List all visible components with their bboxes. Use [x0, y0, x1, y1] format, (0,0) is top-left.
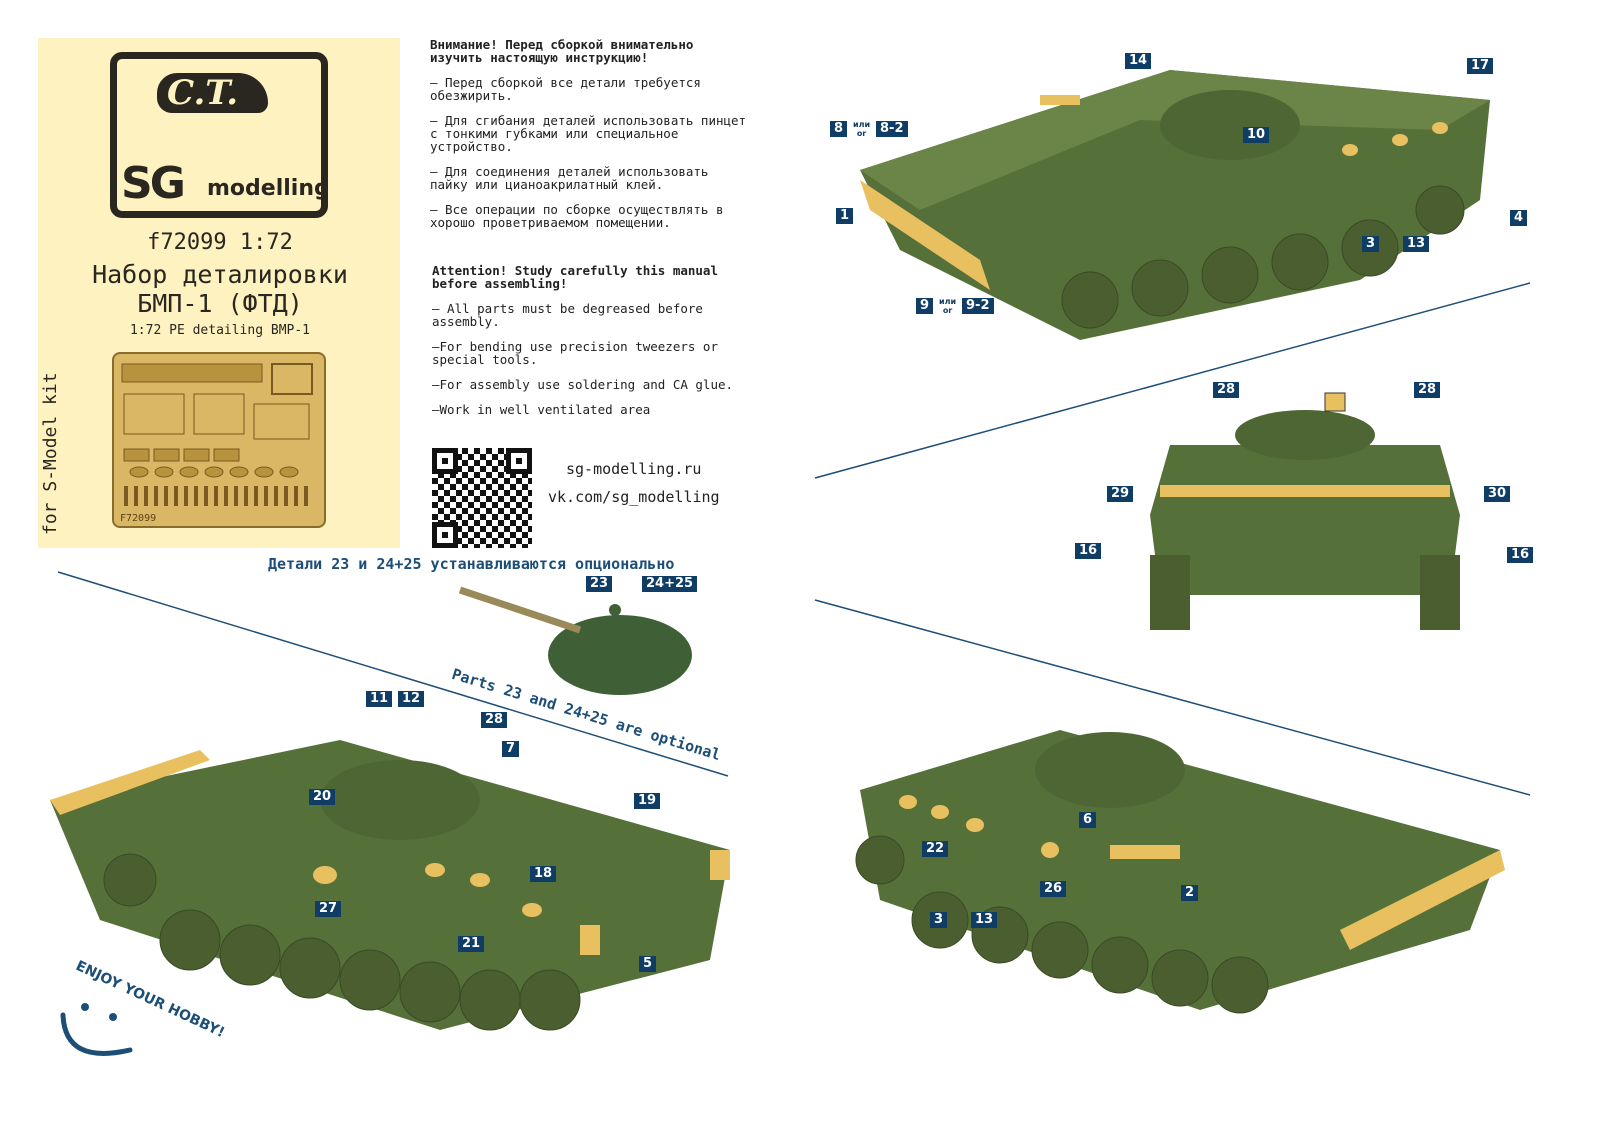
logo-initials: C.T. — [157, 73, 269, 113]
instructions-ru-heading: Внимание! Перед сборкой внимательно изуч… — [430, 37, 694, 65]
callout-27: 27 — [315, 901, 342, 917]
fret-parts-drawing — [121, 363, 313, 506]
callout-7: 7 — [502, 741, 520, 757]
callout-16: 16 — [1507, 547, 1534, 563]
callout-30: 30 — [1484, 486, 1511, 502]
model-photo-bottom-left — [50, 740, 730, 1031]
callout-14: 14 — [1125, 53, 1152, 69]
instruction-item: – Для соединения деталей использовать па… — [430, 164, 709, 192]
product-code: f72099 1:72 — [147, 230, 293, 255]
logo-brand: SG — [121, 158, 186, 209]
title-line-1: Набор деталировки — [92, 260, 348, 289]
callout-29: 29 — [1107, 486, 1134, 502]
instructions-en-heading: Attention! Study carefully this manual b… — [432, 263, 718, 291]
model-photo-front — [1150, 392, 1460, 630]
callout-22: 22 — [922, 841, 949, 857]
pe-fret-image: F72099 — [112, 352, 326, 528]
callout-5: 5 — [639, 956, 657, 972]
callout-28: 28 — [481, 712, 508, 728]
fret-label: F72099 — [120, 513, 157, 524]
instructions-russian: Внимание! Перед сборкой внимательно изуч… — [430, 38, 750, 241]
callout-6: 6 — [1079, 812, 1097, 828]
callout-10: 10 — [1243, 127, 1270, 143]
title-line-2: БМП-1 (ФТД) — [137, 289, 303, 318]
callout-11: 11 — [366, 691, 393, 707]
logo-word: modelling — [207, 176, 330, 201]
callout-19: 19 — [634, 793, 661, 809]
callout-20: 20 — [309, 789, 336, 805]
callout-2: 2 — [1181, 885, 1199, 901]
callout-13: 13 — [1403, 236, 1430, 252]
callout-28: 28 — [1414, 382, 1441, 398]
instruction-item: – All parts must be degreased before ass… — [432, 301, 703, 329]
callout-3: 3 — [930, 912, 948, 928]
instruction-item: – Перед сборкой все детали требуется обе… — [430, 75, 701, 103]
callout-8-2: 8-2 — [876, 121, 908, 137]
callout-23: 23 — [586, 576, 613, 592]
callout-12: 12 — [398, 691, 425, 707]
instruction-item: –For bending use precision tweezers or s… — [432, 339, 718, 367]
instructions-english: Attention! Study carefully this manual b… — [432, 264, 752, 428]
vk-link[interactable]: vk.com/sg_modelling — [548, 488, 720, 506]
callout-16: 16 — [1075, 543, 1102, 559]
callout-3: 3 — [1362, 236, 1380, 252]
callout-24-25: 24+25 — [642, 576, 698, 592]
model-photo-bottom-right — [855, 730, 1505, 1014]
callout-1: 1 — [836, 208, 854, 224]
callout-4: 4 — [1510, 210, 1528, 226]
callout-18: 18 — [530, 866, 557, 882]
callout-26: 26 — [1040, 881, 1067, 897]
product-subtitle: 1:72 PE detailing BMP-1 — [129, 323, 310, 338]
instruction-item: –For assembly use soldering and CA glue. — [432, 377, 734, 392]
instruction-item: –Work in well ventilated area — [432, 402, 651, 417]
smiley-icon — [60, 1003, 133, 1056]
sg-modelling-logo: C.T. SG modelling — [110, 52, 330, 218]
callout-21: 21 — [458, 936, 485, 952]
model-photo-top-right — [860, 70, 1490, 340]
callout-13: 13 — [971, 912, 998, 928]
callout-9: 9 — [916, 298, 934, 314]
instruction-item: – Все операции по сборке осуществлять в … — [430, 202, 724, 230]
callout-28: 28 — [1213, 382, 1240, 398]
website-link[interactable]: sg-modelling.ru — [566, 460, 702, 478]
qr-code[interactable] — [432, 448, 532, 548]
instruction-item: – Для сгибания деталей использовать пинц… — [430, 113, 747, 154]
turret-photo — [458, 586, 692, 695]
callout-9-2: 9-2 — [962, 298, 994, 314]
callout-8: 8 — [830, 121, 848, 137]
optional-note-ru: Детали 23 и 24+25 устанавливаются опцион… — [268, 555, 675, 573]
callout-17: 17 — [1467, 58, 1494, 74]
